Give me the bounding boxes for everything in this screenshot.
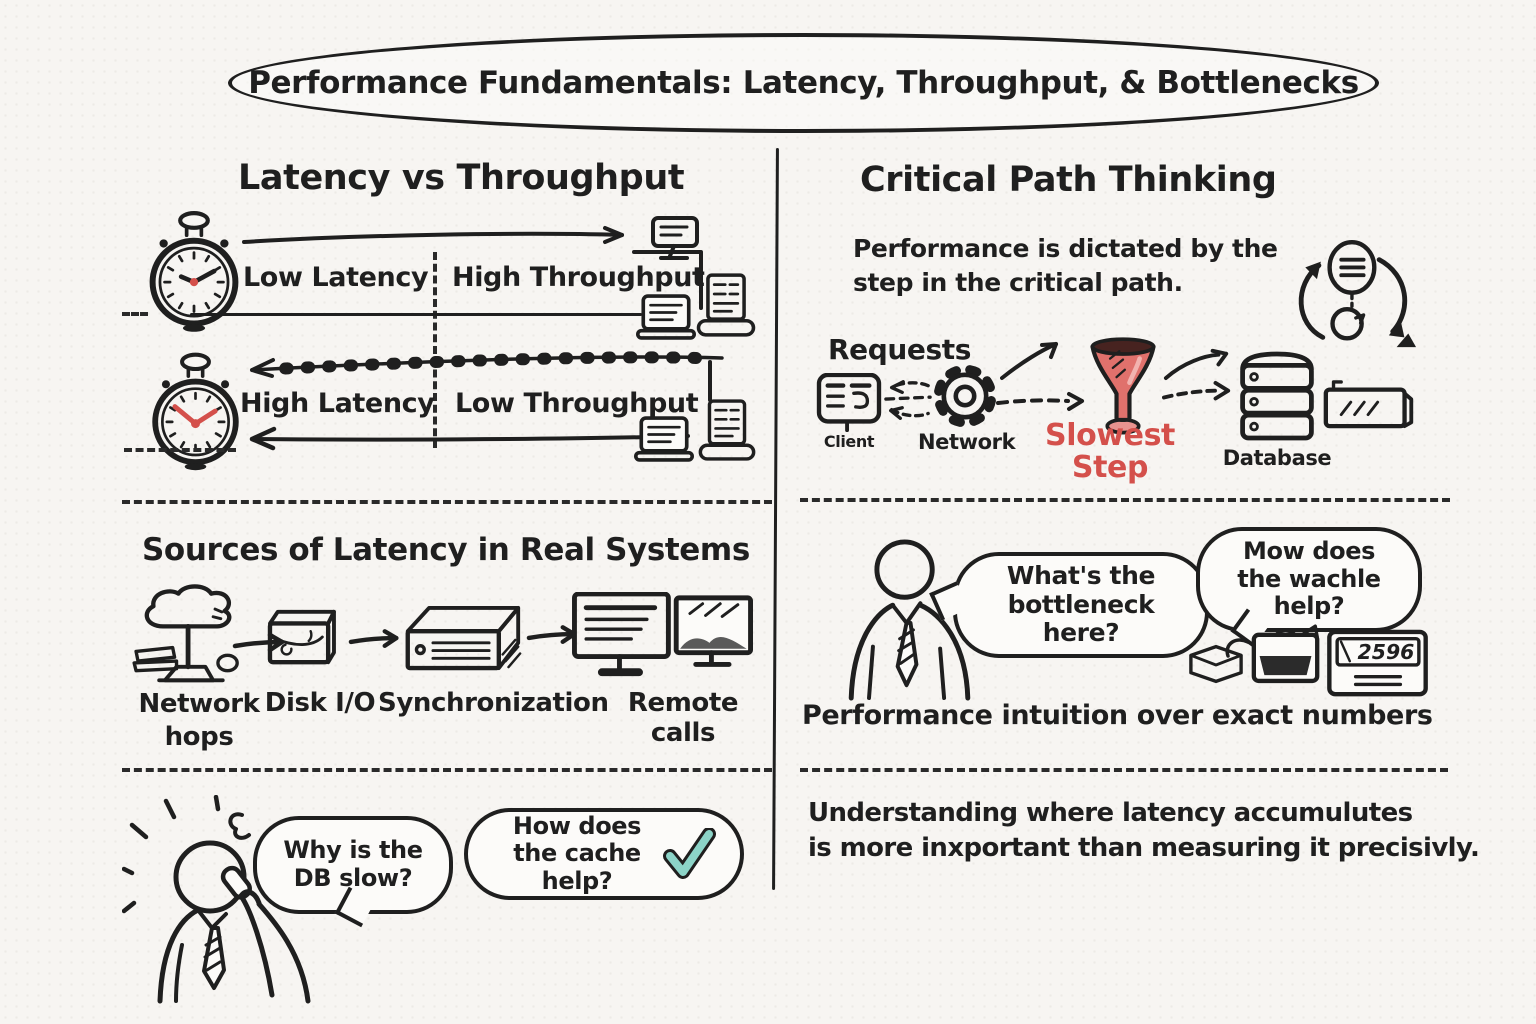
monitors-icon [572,592,753,677]
speech-bubble-bottleneck: What's the bottleneck here? [953,552,1209,658]
connector-line [190,313,642,316]
thinking-person-icon [122,795,311,1004]
section-divider [800,498,1450,502]
sources-heading: Sources of Latency in Real Systems [142,532,750,568]
slowest-step-label: Slowest Step [1040,420,1180,483]
bubble-text: What's the bottleneck here? [1006,560,1156,648]
latency-heading: Latency vs Throughput [238,158,685,198]
dashed-arrows-icon [884,380,932,420]
cycle-icon [1298,239,1417,348]
critical-path-description: Performance is dictated by the step in t… [853,234,1278,297]
arrows-to-db-icon [1162,348,1231,401]
arrow-left-icon [249,426,690,451]
printer-icon [696,273,756,337]
calculator-icon: 2596 [1327,629,1428,697]
server-icon [405,606,522,671]
connector-line [708,360,712,402]
row-divider-dashed [433,252,437,448]
bubble-text: Mow does the wachle help? [1237,537,1381,621]
client-label: Client [823,432,875,451]
laptop-icon [636,294,696,340]
stopwatch-icon [149,211,239,332]
network-label: Network [918,430,1016,454]
section-divider [800,768,1448,772]
stopwatch-red-icon [152,352,239,471]
check-icon [663,828,716,879]
speech-bubble-cache-help: How does the cache help? [464,808,744,900]
calculator-display: 2596 [1358,640,1415,664]
bubble-text: Why is the DB slow? [283,836,423,892]
gear-icon [933,364,997,428]
slowest-line2: Step [1071,449,1149,485]
monitor-icon [651,216,699,260]
speech-bubble-cache-right: Mow does the wachle help? [1196,527,1422,632]
connector-line [632,250,702,254]
source-label: Synchronization [378,688,609,718]
ground-dashes [124,448,236,452]
page-title: Performance Fundamentals: Latency, Throu… [248,65,1359,101]
intuition-caption: Performance intuition over exact numbers [802,700,1433,731]
critical-path-heading: Critical Path Thinking [860,160,1277,200]
client-icon [816,373,882,433]
funnel-icon [1090,337,1156,435]
source-label: Network hops [138,689,260,752]
low-latency-label: Low Latency [243,262,429,293]
bubble-text: How does the cache help? [512,811,642,895]
bubble-blob [1225,638,1250,658]
requests-label: Requests [828,333,972,366]
low-throughput-label: Low Throughput [455,388,699,419]
connector-line [699,250,703,310]
person-icon [848,539,971,701]
section-divider [122,500,772,504]
column-divider [772,147,779,891]
closing-line2: is more inxportant than measuring it pre… [808,833,1480,863]
closing-line1: Understanding where latency accumulutes [808,798,1413,828]
arrow-right-icon [242,226,624,244]
tray-icon [1323,380,1414,429]
hatched-arrow-left-icon [250,351,724,378]
high-throughput-label: High Throughput [452,262,705,293]
printer-icon [698,399,756,461]
slowest-line1: Slowest [1045,418,1175,453]
high-latency-label: High Latency [240,388,435,419]
database-icon [1240,351,1314,441]
source-label: Remote calls [627,688,739,748]
section-divider [122,768,772,772]
flow-arrow-icon [348,629,399,648]
disk-icon [267,609,336,665]
laptop-icon [634,416,694,462]
title-oval: Performance Fundamentals: Latency, Throu… [228,33,1379,133]
ground-dashes [122,312,148,316]
cloud-network-icon [132,584,239,683]
envelope-icon [1189,644,1243,684]
solid-arrow-icon [1000,342,1058,380]
database-label: Database [1222,446,1332,470]
source-label: Disk I/O [264,688,376,718]
dashed-arrow-icon [996,392,1084,411]
briefcase-icon [1251,624,1320,684]
